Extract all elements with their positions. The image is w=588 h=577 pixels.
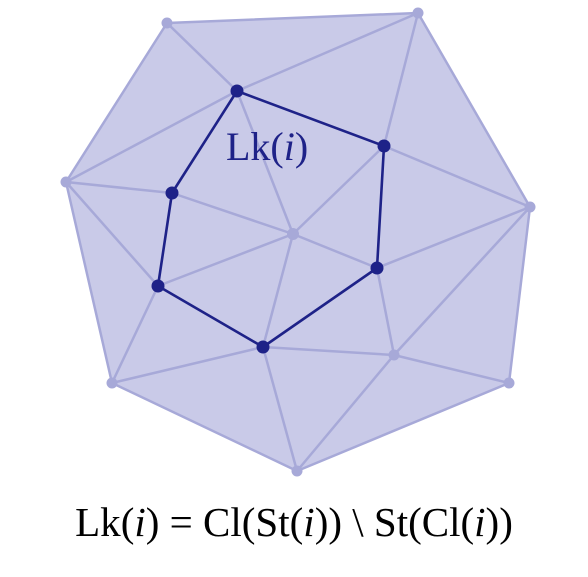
edge [165, 21, 239, 93]
edge [64, 180, 174, 195]
vertex [412, 7, 424, 19]
link-vertices [151, 84, 391, 354]
edge [392, 353, 511, 385]
link-label: Lk(i) [226, 124, 308, 169]
link-label-close: ) [295, 124, 308, 169]
link-vertex [370, 261, 384, 275]
edge [392, 205, 532, 357]
edge [261, 232, 295, 349]
link-definition-formula: Lk(i) = Cl(St(i)) \ St(Cl(i)) [75, 499, 513, 545]
edge [295, 353, 396, 473]
edge [170, 191, 295, 236]
link-label-var: i [284, 124, 295, 169]
edge [375, 266, 396, 357]
vertex [503, 377, 515, 389]
vertex [291, 465, 303, 477]
edge [156, 232, 295, 288]
link-vertex [230, 84, 244, 98]
outer-vertices [60, 7, 536, 477]
edge [110, 345, 265, 385]
vertex [161, 17, 173, 29]
edge [261, 345, 396, 357]
edge [64, 180, 160, 288]
edge [291, 232, 379, 270]
edge [382, 11, 420, 148]
edge [64, 89, 239, 184]
vertex [60, 176, 72, 188]
complex-edges [64, 11, 532, 473]
link-vertex [256, 340, 270, 354]
link-label-text: Lk( [226, 124, 284, 169]
center-vertex-i [287, 228, 299, 240]
vertex [388, 349, 400, 361]
edge [291, 144, 386, 236]
link-vertex [165, 186, 179, 200]
edge [110, 284, 160, 385]
link-vertex [151, 279, 165, 293]
edge [235, 11, 420, 93]
complex-region [64, 11, 532, 473]
edge [382, 144, 532, 209]
edge [261, 345, 299, 473]
vertex [106, 377, 118, 389]
vertex [524, 201, 536, 213]
edge [235, 89, 295, 236]
link-vertex [377, 139, 391, 153]
edge [375, 205, 532, 270]
